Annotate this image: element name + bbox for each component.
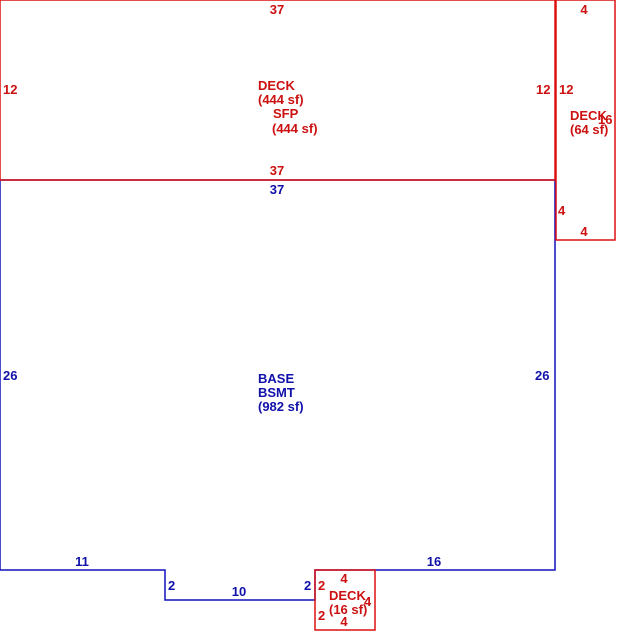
deck-main-bottom-dim: 37 bbox=[270, 163, 284, 178]
base-sublabel: BSMT bbox=[258, 385, 295, 400]
base-left-dim: 26 bbox=[3, 368, 17, 383]
base-label: BASE bbox=[258, 371, 294, 386]
base-notch-bottom-dim: 10 bbox=[232, 584, 246, 599]
deck-main-label: DECK bbox=[258, 78, 295, 93]
deck-small-top-dim: 4 bbox=[340, 571, 348, 586]
base-area: (982 sf) bbox=[258, 399, 304, 414]
deck-side-outline bbox=[555, 0, 616, 241]
deck-side-label: DECK bbox=[570, 108, 607, 123]
deck-small-right-dim: 4 bbox=[364, 594, 372, 609]
deck-side-area: (64 sf) bbox=[570, 122, 608, 137]
deck-main-subarea: (444 sf) bbox=[272, 121, 318, 136]
deck-main-right-dim: 12 bbox=[536, 82, 550, 97]
deck-main-top-dim: 37 bbox=[270, 2, 284, 17]
base-bottom-right-dim: 16 bbox=[427, 554, 441, 569]
base-right-dim: 26 bbox=[535, 368, 549, 383]
deck-side-right-dim: 16 bbox=[598, 112, 612, 127]
deck-side-top-dim: 4 bbox=[580, 2, 588, 17]
deck-side-bottom-dim: 4 bbox=[580, 224, 588, 239]
deck-main-outline bbox=[0, 0, 556, 181]
deck-small-left-dim: 2 bbox=[318, 578, 325, 593]
deck-side-left-lower-dim: 4 bbox=[558, 203, 566, 218]
deck-small-area: (16 sf) bbox=[329, 602, 367, 617]
deck-small-outline bbox=[314, 569, 376, 631]
base-notch-right-dim: 2 bbox=[304, 578, 311, 593]
deck-small-bottom-dim: 4 bbox=[340, 614, 348, 629]
deck-small-left-dim-lower: 2 bbox=[318, 608, 325, 623]
base-bottom-left-dim: 11 bbox=[75, 554, 89, 569]
base-top-dim: 37 bbox=[270, 182, 284, 197]
deck-side-left-dim: 12 bbox=[559, 82, 573, 97]
deck-main-sublabel: SFP bbox=[273, 106, 299, 121]
deck-small-label: DECK bbox=[329, 588, 366, 603]
deck-main-left-dim: 12 bbox=[3, 82, 17, 97]
deck-main-area: (444 sf) bbox=[258, 92, 304, 107]
base-notch-left-dim: 2 bbox=[168, 578, 175, 593]
